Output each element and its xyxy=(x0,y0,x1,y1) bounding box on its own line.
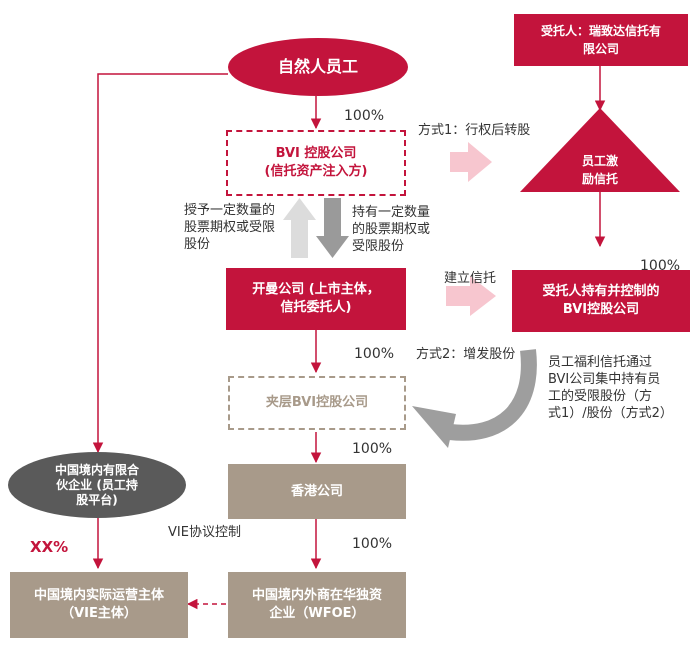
listed-company-box: 开曼公司 (上市主体， 信托委托人) xyxy=(226,268,406,330)
natural-person-label: 自然人员工 xyxy=(277,57,358,76)
listed-company-label: 开曼公司 (上市主体， 信托委托人) xyxy=(252,282,380,315)
trustee-bvi-label: 受托人持有并控制的 BVI控股公司 xyxy=(542,284,660,317)
pct-mid-bvi: 100% xyxy=(354,346,395,362)
natural-person-ellipse: 自然人员工 xyxy=(228,38,408,96)
pct-hk: 100% xyxy=(352,441,393,457)
domestic-partnership-ellipse: 中国境内有限合 伙企业 (员工持 股平台) xyxy=(8,452,186,518)
method1-label: 方式1：行权后转股 xyxy=(418,123,531,138)
welfare-trust-label: 员工福利信托通过 BVI公司集中持有员 工的受限股份（方 式1）/股份（方式2） xyxy=(548,355,673,421)
mid-bvi-box: 夹层BVI控股公司 xyxy=(228,376,406,430)
method2-curved-arrow-icon xyxy=(412,349,537,448)
bvi-holding-label: BVI 控股公司 (信托资产注入方) xyxy=(264,146,368,179)
mid-bvi-label: 夹层BVI控股公司 xyxy=(265,395,369,410)
hk-company-box: 香港公司 xyxy=(228,464,406,519)
pct-bvi: 100% xyxy=(344,108,385,124)
grant-arrow-icon xyxy=(283,198,316,258)
incentive-trust-label-box: 员工激 励信托 xyxy=(560,150,640,190)
wfoe-box: 中国境内外商在华独资 企业（WFOE） xyxy=(228,572,406,638)
vie-entity-box: 中国境内实际运营主体 （VIE主体） xyxy=(10,572,188,638)
incentive-trust-triangle xyxy=(520,108,680,192)
pct-wfoe: 100% xyxy=(352,536,393,552)
trustee-bvi-box: 受托人持有并控制的 BVI控股公司 xyxy=(512,270,690,332)
domestic-partnership-label: 中国境内有限合 伙企业 (员工持 股平台) xyxy=(54,462,139,507)
hold-arrow-icon xyxy=(316,198,349,258)
trustee-label: 受托人：瑞致达信托有 限公司 xyxy=(540,24,661,56)
hold-options-label: 持有一定数量 的股票期权或 受限股份 xyxy=(352,205,431,254)
line-person-to-partnership xyxy=(92,73,228,454)
grant-options-label: 授予一定数量的 股票期权或受限 股份 xyxy=(184,203,276,252)
trustee-box: 受托人：瑞致达信托有 限公司 xyxy=(514,14,688,66)
hk-company-label: 香港公司 xyxy=(290,483,343,499)
pct-trustee-bvi: 100% xyxy=(640,258,681,274)
pct-vie: XX% xyxy=(30,538,69,556)
establish-trust-arrow-icon xyxy=(446,276,496,316)
establish-trust-label: 建立信托 xyxy=(444,271,497,286)
bvi-holding-box: BVI 控股公司 (信托资产注入方) xyxy=(226,130,406,196)
incentive-trust-label: 员工激 励信托 xyxy=(581,154,618,186)
vie-control-label: VIE协议控制 xyxy=(168,525,241,540)
method2-label: 方式2：增发股份 xyxy=(416,347,516,362)
vie-entity-label: 中国境内实际运营主体 （VIE主体） xyxy=(33,588,164,621)
method1-arrow-icon xyxy=(450,142,492,182)
wfoe-label: 中国境内外商在华独资 企业（WFOE） xyxy=(251,588,382,621)
